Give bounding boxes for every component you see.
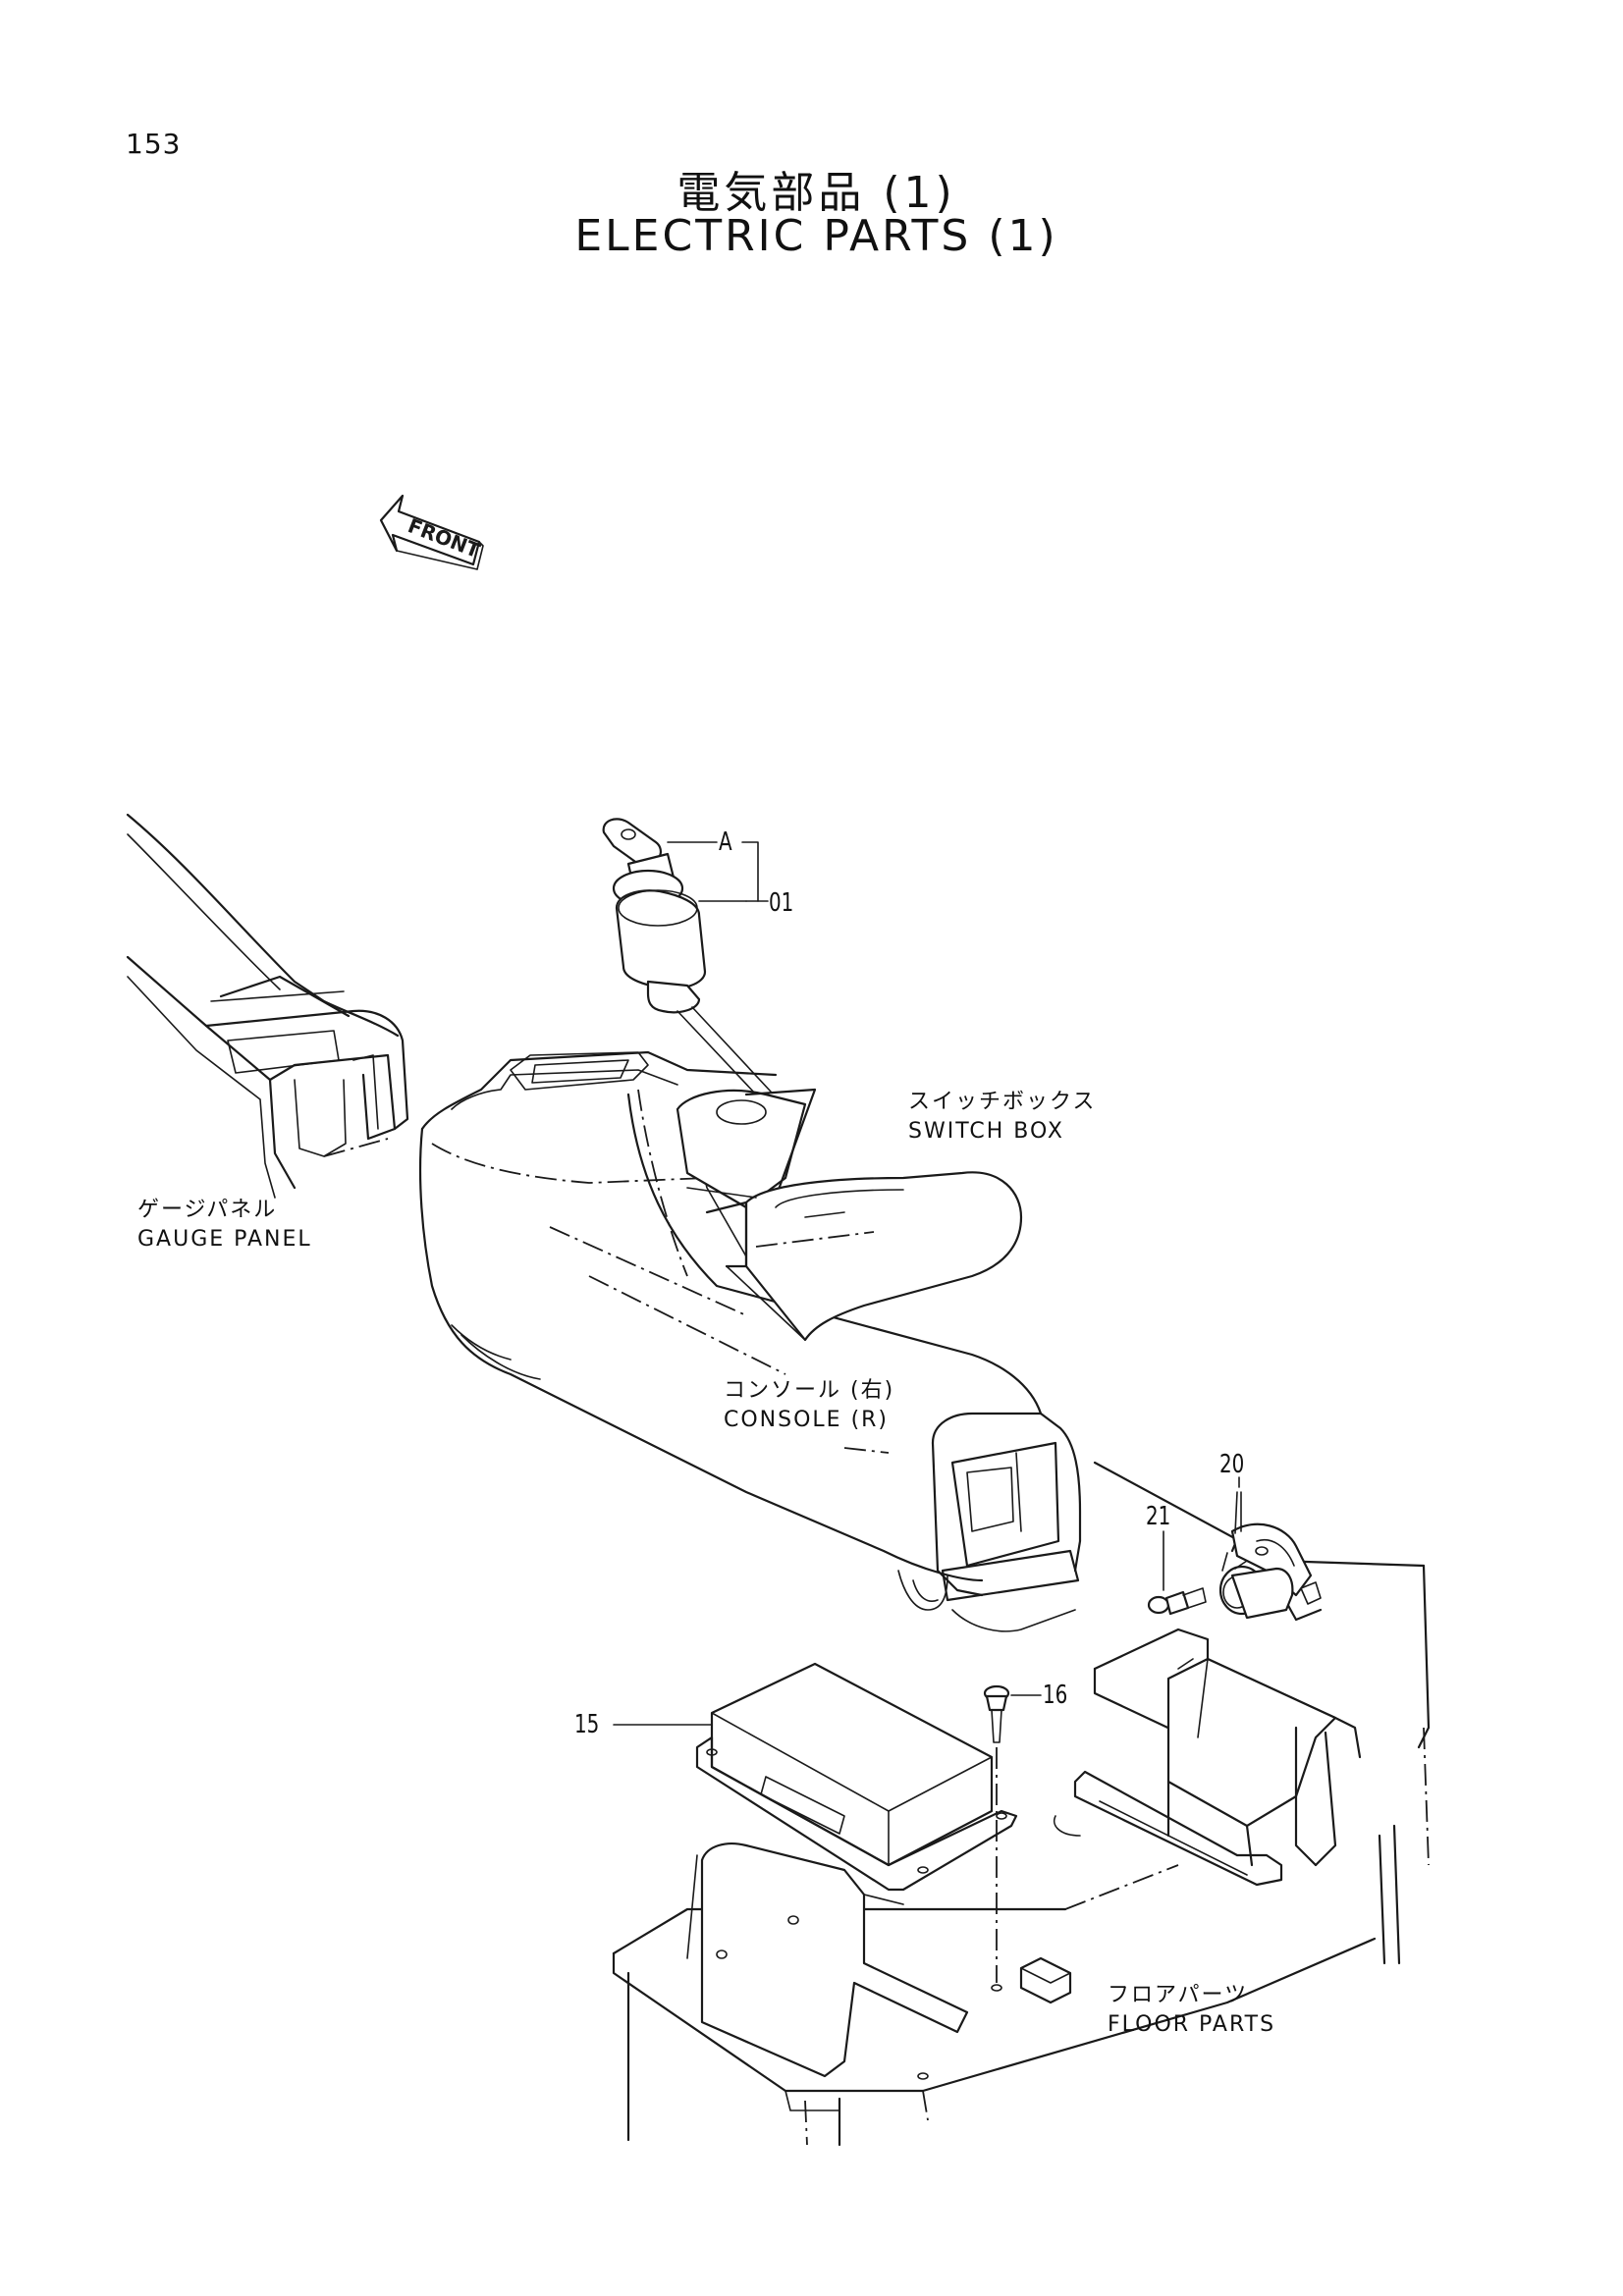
label-gauge-panel: ゲージパネル GAUGE PANEL: [137, 1196, 312, 1255]
label-gauge-panel-en: GAUGE PANEL: [137, 1227, 312, 1252]
console-right-drawing: [418, 1050, 1082, 1632]
callout-leaders-a-01: [667, 841, 769, 902]
label-switch-box: スイッチボックス SWITCH BOX: [908, 1088, 1096, 1147]
key-switch-drawing: [602, 818, 772, 1095]
label-console-r-jp: コンソール (右): [724, 1378, 895, 1403]
page-number: 153: [126, 128, 182, 160]
callout-01: 01: [769, 888, 794, 918]
callout-21: 21: [1146, 1502, 1171, 1531]
control-unit-drawing: [613, 1662, 1018, 1892]
label-console-r: コンソール (右) CONSOLE (R): [724, 1376, 894, 1435]
label-gauge-panel-jp: ゲージパネル: [137, 1198, 278, 1222]
label-floor-parts-jp: フロアパーツ: [1108, 1983, 1249, 2007]
callout-a: A: [719, 828, 732, 857]
callout-15: 15: [574, 1710, 600, 1739]
callout-16: 16: [1043, 1681, 1068, 1710]
label-floor-parts: フロアパーツ FLOOR PARTS: [1108, 1981, 1275, 2040]
floor-parts-drawing: [612, 1824, 1401, 2147]
label-switch-box-jp: スイッチボックス: [908, 1090, 1097, 1114]
screw-16-drawing: [983, 1684, 1042, 1983]
label-switch-box-en: SWITCH BOX: [908, 1119, 1064, 1144]
front-arrow-icon: FRONT: [379, 494, 484, 570]
lamp-20-drawing: [1218, 1491, 1322, 1620]
gauge-panel-drawing: [126, 813, 409, 1199]
switch-box-drawing: [676, 1088, 1023, 1342]
page-title-english: ELECTRIC PARTS (1): [574, 211, 1058, 261]
label-floor-parts-en: FLOOR PARTS: [1108, 2012, 1276, 2037]
label-console-r-en: CONSOLE (R): [724, 1408, 890, 1432]
callout-20: 20: [1219, 1450, 1245, 1479]
right-bracket-drawing: [1054, 1461, 1431, 1887]
page-title-japanese: 電気部品 (1): [676, 168, 956, 218]
screw-21-drawing: [1147, 1530, 1207, 1616]
